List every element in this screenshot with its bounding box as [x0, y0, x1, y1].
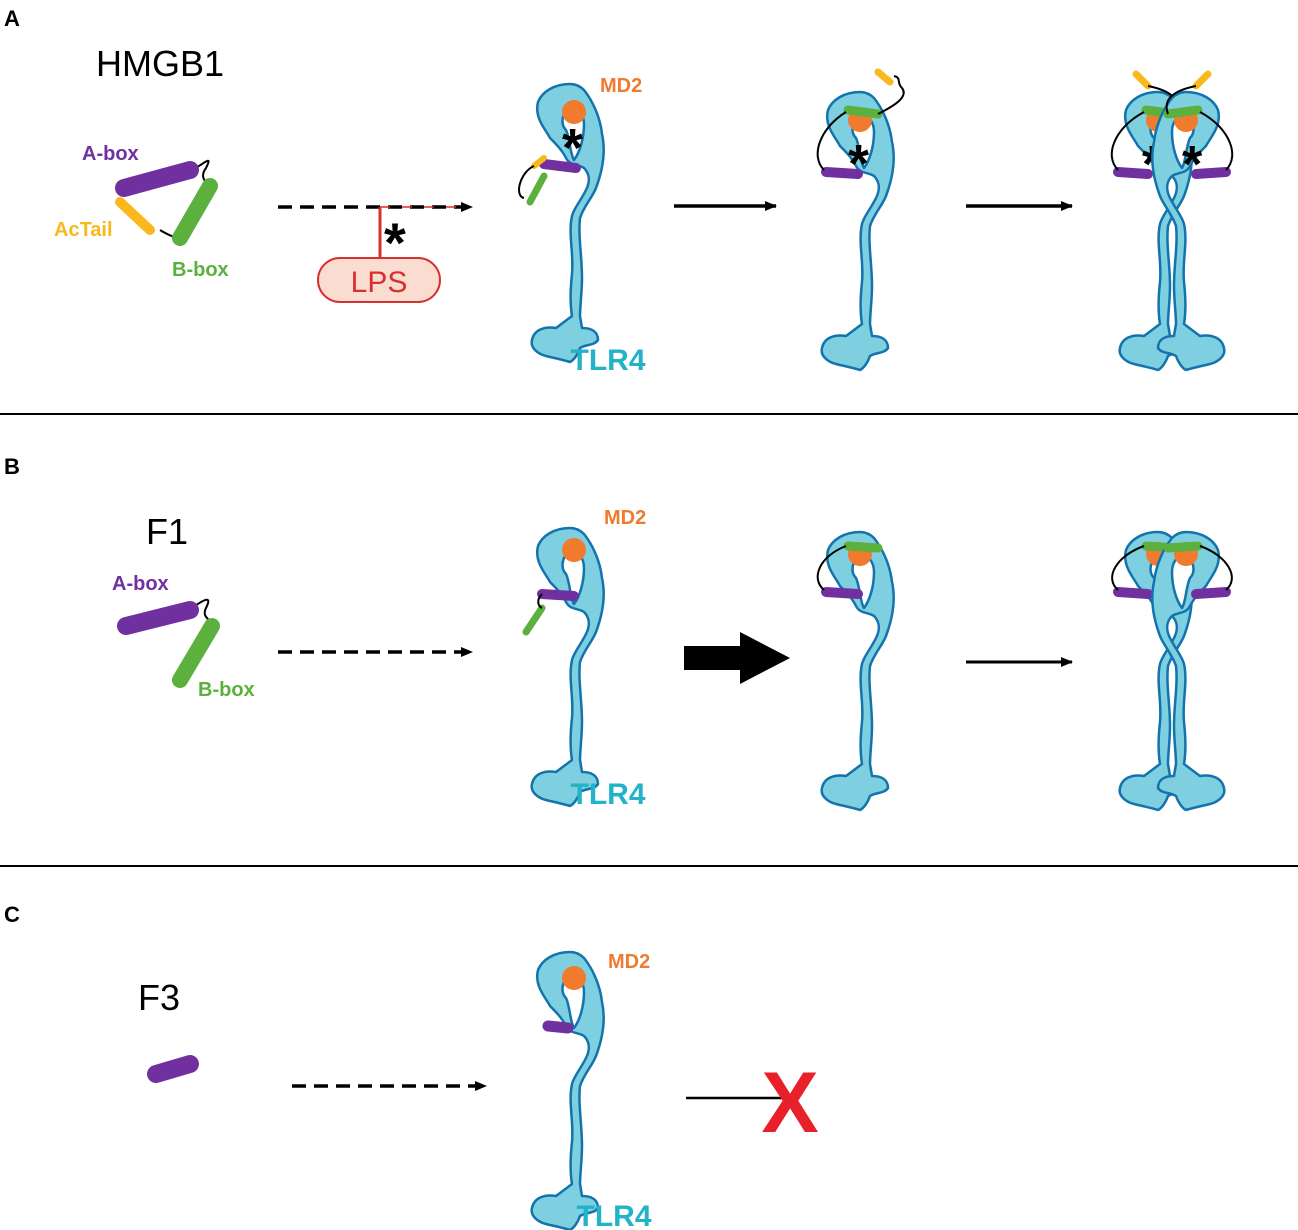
thick-process-arrow — [684, 632, 790, 684]
tlr4-dimer — [1111, 530, 1233, 812]
asterisk-icon: * — [848, 134, 869, 194]
a-box-bar — [542, 1020, 574, 1034]
actail-bar — [1132, 70, 1152, 90]
asterisk-icon: * — [1182, 136, 1203, 194]
blocked-x-icon: X — [761, 1055, 818, 1151]
a-box-bar — [539, 159, 581, 173]
b-box-bar — [1163, 105, 1203, 119]
panel-b-letter: B — [4, 454, 20, 479]
linker-loop — [537, 593, 543, 609]
b-box-label: B-box — [198, 679, 255, 701]
linker-loop — [816, 111, 847, 171]
linker-loop — [1111, 545, 1145, 591]
linker-loop — [1110, 111, 1145, 171]
panel-a-letter: A — [4, 6, 20, 31]
md2-circle — [562, 100, 586, 124]
tlr4-label: TLR4 — [571, 344, 646, 377]
b-box-bar — [526, 172, 548, 206]
panel-c-letter: C — [4, 902, 20, 927]
a-box-bar — [147, 1055, 199, 1083]
actail-label: AcTail — [54, 219, 113, 241]
md2-circle — [562, 538, 586, 562]
a-box-bar — [1113, 587, 1153, 599]
tlr4-monomer-bound — [530, 950, 605, 1230]
panel-a: A HMGB1 A-box AcTail B-box * LPS * — [4, 6, 1234, 377]
b-box-bar — [843, 105, 883, 119]
md2-label: MD2 — [608, 951, 650, 973]
tlr4-dimer: * * — [1110, 70, 1234, 372]
tlr4-monomer-bound — [522, 526, 605, 808]
panel-c: C F3 MD2 TLR4 X — [4, 902, 819, 1230]
tlr4-monomer-bound: * — [518, 82, 605, 364]
b-box-label: B-box — [172, 259, 229, 281]
actail-bar — [874, 68, 894, 86]
tlr4-monomer-activated — [816, 530, 895, 812]
f1-molecule: A-box B-box — [112, 573, 255, 701]
hmgb1-molecule: A-box AcTail B-box — [54, 143, 229, 281]
tlr4-monomer-activated: * — [816, 68, 905, 372]
linker-loop — [518, 165, 535, 199]
a-box-bar — [1191, 587, 1231, 599]
a-box-bar — [821, 587, 863, 599]
tlr4-label: TLR4 — [577, 1200, 652, 1230]
b-box-bar — [1163, 541, 1203, 553]
a-box-label: A-box — [82, 143, 139, 165]
actail-bar — [115, 197, 155, 235]
panel-a-title: HMGB1 — [96, 43, 224, 84]
md2-label: MD2 — [600, 75, 642, 97]
linker-loop — [816, 545, 847, 591]
linker-loop — [1199, 545, 1233, 591]
a-box-bar — [117, 601, 199, 635]
a-box-bar — [821, 167, 863, 179]
linker-loop — [877, 75, 905, 115]
lps-pill — [317, 257, 441, 303]
b-box-bar — [522, 604, 546, 636]
a-box-bar — [1191, 167, 1231, 179]
linker-loop — [1199, 111, 1234, 171]
panel-b-title: F1 — [146, 511, 188, 552]
b-box-bar — [172, 178, 218, 246]
a-box-bar — [1113, 167, 1153, 179]
a-box-bar — [115, 161, 199, 197]
actail-bar — [1192, 70, 1212, 90]
b-box-bar — [172, 618, 220, 688]
lps-label: LPS — [351, 266, 408, 299]
linker-loop — [1165, 85, 1197, 115]
md2-label: MD2 — [604, 507, 646, 529]
panel-c-title: F3 — [138, 977, 180, 1018]
panel-b: B F1 A-box B-box MD2 TLR4 — [4, 454, 1233, 812]
a-box-label: A-box — [112, 573, 169, 595]
b-box-bar — [843, 541, 883, 553]
md2-circle — [562, 966, 586, 990]
actail-bar — [531, 155, 547, 169]
tlr4-label: TLR4 — [571, 778, 646, 811]
a-box-bar — [537, 589, 579, 601]
